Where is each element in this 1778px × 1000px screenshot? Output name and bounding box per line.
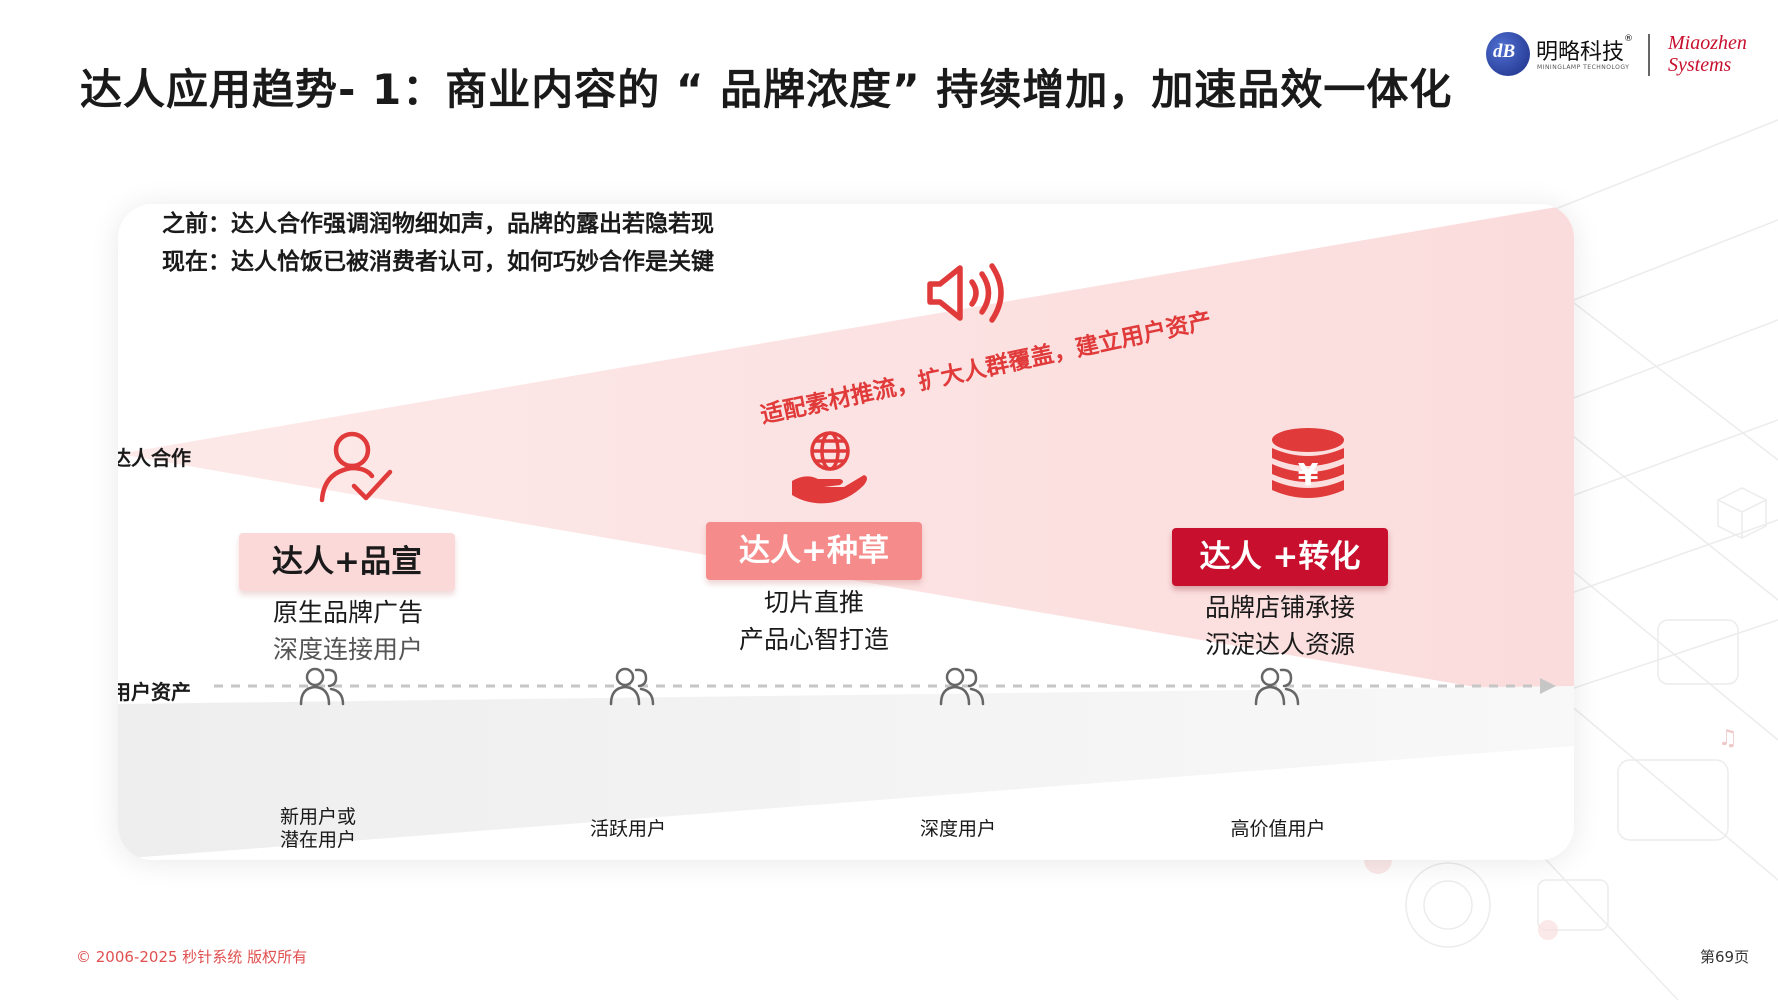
user-group-icon xyxy=(299,667,345,706)
svg-text:♫: ♫ xyxy=(1718,726,1738,751)
user-check-icon xyxy=(319,431,393,503)
user-group-icon xyxy=(1254,667,1300,706)
svg-text:¥: ¥ xyxy=(1298,458,1319,493)
asset-label-new: 新用户或 潜在用户 xyxy=(279,806,356,851)
main-card: 之前：达人合作强调润物细如声，品牌的露出若隐若现 现在：达人恰饭已被消费者认可，… xyxy=(118,204,1574,860)
footer-copyright: © 2006-2025 秒针系统 版权所有 xyxy=(76,948,308,966)
stage-desc-brand: 原生品牌广告 深度连接用户 xyxy=(272,598,423,664)
logo-brand-cn: 明略科技® xyxy=(1536,34,1634,65)
page-title: 达人应用趋势- 1：商业内容的 “ 品牌浓度” 持续增加，加速品效一体化 xyxy=(80,65,1453,114)
logo-partner: Miaozhen Systems xyxy=(1668,32,1747,76)
grey-asset-wedge xyxy=(118,686,1574,859)
row-label-user-assets: 用户资产 xyxy=(118,680,191,704)
logo-divider xyxy=(1648,34,1650,76)
stage-badge-seeding: 达人+种草 xyxy=(706,522,922,580)
stage-badge-conversion: 达人 +转化 xyxy=(1172,528,1388,586)
mininglamp-logo-icon xyxy=(1486,32,1530,76)
globe-hand-icon xyxy=(792,431,867,504)
asset-label-high-value: 高价值用户 xyxy=(1230,818,1326,840)
stage-badge-brand: 达人+品宣 xyxy=(239,533,455,591)
stage-desc-conversion: 品牌店铺承接 沉淀达人资源 xyxy=(1204,593,1355,659)
megaphone-icon xyxy=(927,263,1004,323)
page-number: 第69页 xyxy=(1700,948,1750,966)
user-group-icon xyxy=(939,667,985,706)
asset-label-active: 活跃用户 xyxy=(589,818,666,840)
brand-logo: 明略科技® MININGLAMP TECHNOLOGY Miaozhen Sys… xyxy=(1486,30,1747,82)
intro-before: 之前：达人合作强调润物细如声，品牌的露出若隐若现 xyxy=(162,211,714,237)
timeline-arrow-icon xyxy=(1540,678,1556,694)
intro-now: 现在：达人恰饭已被消费者认可，如何巧妙合作是关键 xyxy=(162,249,714,275)
user-group-icon xyxy=(609,667,655,706)
asset-label-deep: 深度用户 xyxy=(919,818,996,840)
yen-coins-icon: ¥ xyxy=(1272,428,1344,498)
stage-desc-seeding: 切片直推 产品心智打造 xyxy=(738,588,889,654)
row-label-cooperation: 达人合作 xyxy=(118,446,191,470)
logo-brand-en: MININGLAMP TECHNOLOGY xyxy=(1537,64,1630,71)
